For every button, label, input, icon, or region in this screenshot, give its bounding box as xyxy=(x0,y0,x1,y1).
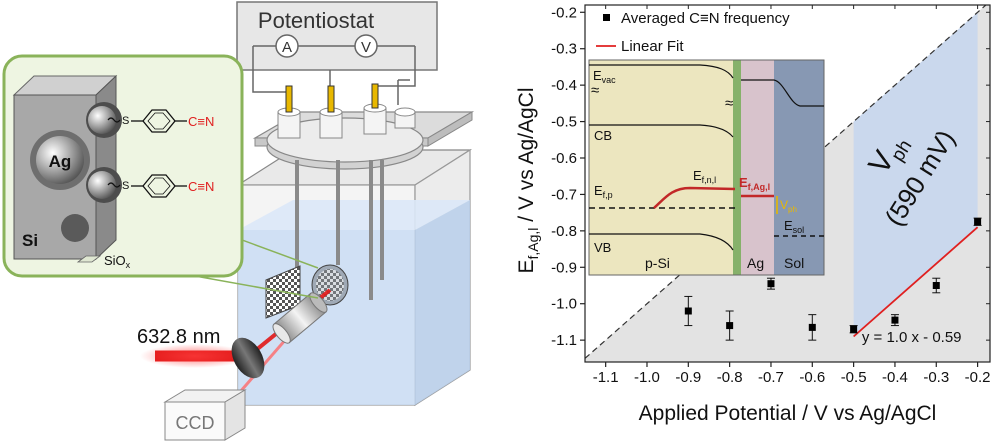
y-tick-label: -0.8 xyxy=(551,223,577,240)
y-tick-label: -0.5 xyxy=(551,114,577,131)
fit-equation: y = 1.0 x - 0.59 xyxy=(862,329,962,346)
molecule-top: S C≡N xyxy=(107,109,214,133)
data-point xyxy=(974,218,982,226)
y-axis-label: Ef,Ag,l / V vs Ag/AgCl xyxy=(515,88,541,274)
x-axis-label: Applied Potential / V vs Ag/AgCl xyxy=(639,402,937,425)
band-region-psi: p-Si xyxy=(645,255,670,271)
siox-label: SiOx xyxy=(104,253,131,270)
x-tick-label: -1.0 xyxy=(634,369,660,386)
data-point xyxy=(932,282,940,289)
svg-text:≈: ≈ xyxy=(725,95,733,112)
nitrile-label: C≡N xyxy=(188,114,214,129)
svg-text:S: S xyxy=(122,180,129,192)
ag-particle-bottom xyxy=(88,171,116,199)
svg-text:≈: ≈ xyxy=(591,82,599,99)
siox-swatch xyxy=(76,255,102,263)
x-tick-label: -0.9 xyxy=(675,369,701,386)
y-tick-label: -0.4 xyxy=(551,77,577,94)
y-tick-label: -0.2 xyxy=(551,4,577,21)
molecule-bottom: S C≡N xyxy=(107,174,214,198)
y-tick-label: -1.0 xyxy=(551,296,577,313)
surface-inset: Ag Si S C≡N S C≡N SiOx xyxy=(2,54,244,278)
x-tick-label: -0.6 xyxy=(799,369,825,386)
potentiostat-box xyxy=(236,1,438,71)
y-tick-label: -0.9 xyxy=(551,259,577,276)
band-region-ag: Ag xyxy=(747,255,764,271)
band-efp-label: Ef,p xyxy=(594,183,613,200)
y-tick-label: -0.3 xyxy=(551,41,577,58)
band-region-sol: Sol xyxy=(784,255,804,271)
band-evac-label: Evac xyxy=(593,68,616,85)
electrode-holders xyxy=(277,83,416,139)
svg-text:S: S xyxy=(122,115,129,127)
x-tick-label: -1.1 xyxy=(593,369,619,386)
plot-frame xyxy=(584,4,991,363)
x-tick-label: -0.7 xyxy=(758,369,784,386)
ag-particle xyxy=(36,136,84,184)
potentiostat-label: Potentiostat xyxy=(258,8,374,33)
dark-lens xyxy=(231,337,265,379)
legend-marker-points xyxy=(603,14,610,21)
y-tick-label: -0.6 xyxy=(551,150,577,167)
y-tick-label: -0.7 xyxy=(551,186,577,203)
legend-label-fit: Linear Fit xyxy=(621,38,684,55)
x-tick-label: -0.5 xyxy=(841,369,867,386)
voltmeter-label: V xyxy=(361,39,371,56)
experimental-setup: Potentiostat A V xyxy=(137,1,475,441)
band-efn-label: Ef,n,l xyxy=(693,168,716,185)
x-tick-label: -0.4 xyxy=(882,369,908,386)
data-point xyxy=(808,323,816,331)
ag-label: Ag xyxy=(49,152,72,171)
band-si-region xyxy=(589,60,736,275)
data-point xyxy=(767,280,775,288)
data-point xyxy=(684,307,692,315)
band-sol-region xyxy=(774,60,824,275)
legend-label-points: Averaged C≡N frequency xyxy=(621,10,790,27)
ccd-detector xyxy=(164,401,226,441)
ccd-label: CCD xyxy=(176,413,215,433)
data-point xyxy=(726,322,734,330)
x-tick-label: -0.8 xyxy=(717,369,743,386)
chart: -1.1 -1.0 -0.9 -0.8 -0.7 -0.6 -0.5 -0.4 -0.3 -0.2… xyxy=(515,4,991,425)
nitrile-label-2: C≡N xyxy=(188,179,214,194)
band-diagram: ≈ ≈ Evac CB VB Ef,p Ef,n,l Ef,Ag,l Vph E… xyxy=(588,59,825,276)
data-point xyxy=(891,316,899,324)
si-label: Si xyxy=(22,231,38,250)
band-esol-label: Esol xyxy=(784,218,804,235)
photovoltage-region xyxy=(853,12,978,337)
band-efag-label: Ef,Ag,l xyxy=(739,175,770,192)
ag-particle-top xyxy=(88,106,116,134)
ammeter-label: A xyxy=(282,39,292,56)
band-cb-label: CB xyxy=(594,128,612,143)
electrolyte xyxy=(238,230,415,405)
y-tick-label: -1.1 xyxy=(551,332,577,349)
x-tick-label: -0.3 xyxy=(923,369,949,386)
linear-fit-line xyxy=(853,226,979,338)
band-oxide-layer xyxy=(733,60,741,275)
band-vb-label: VB xyxy=(594,240,611,255)
band-vph-label: Vph xyxy=(780,198,797,214)
band-ag-region xyxy=(741,60,774,275)
data-point xyxy=(850,325,858,333)
x-tick-label: -0.2 xyxy=(965,369,991,386)
laser-wavelength-label: 632.8 nm xyxy=(137,326,220,348)
